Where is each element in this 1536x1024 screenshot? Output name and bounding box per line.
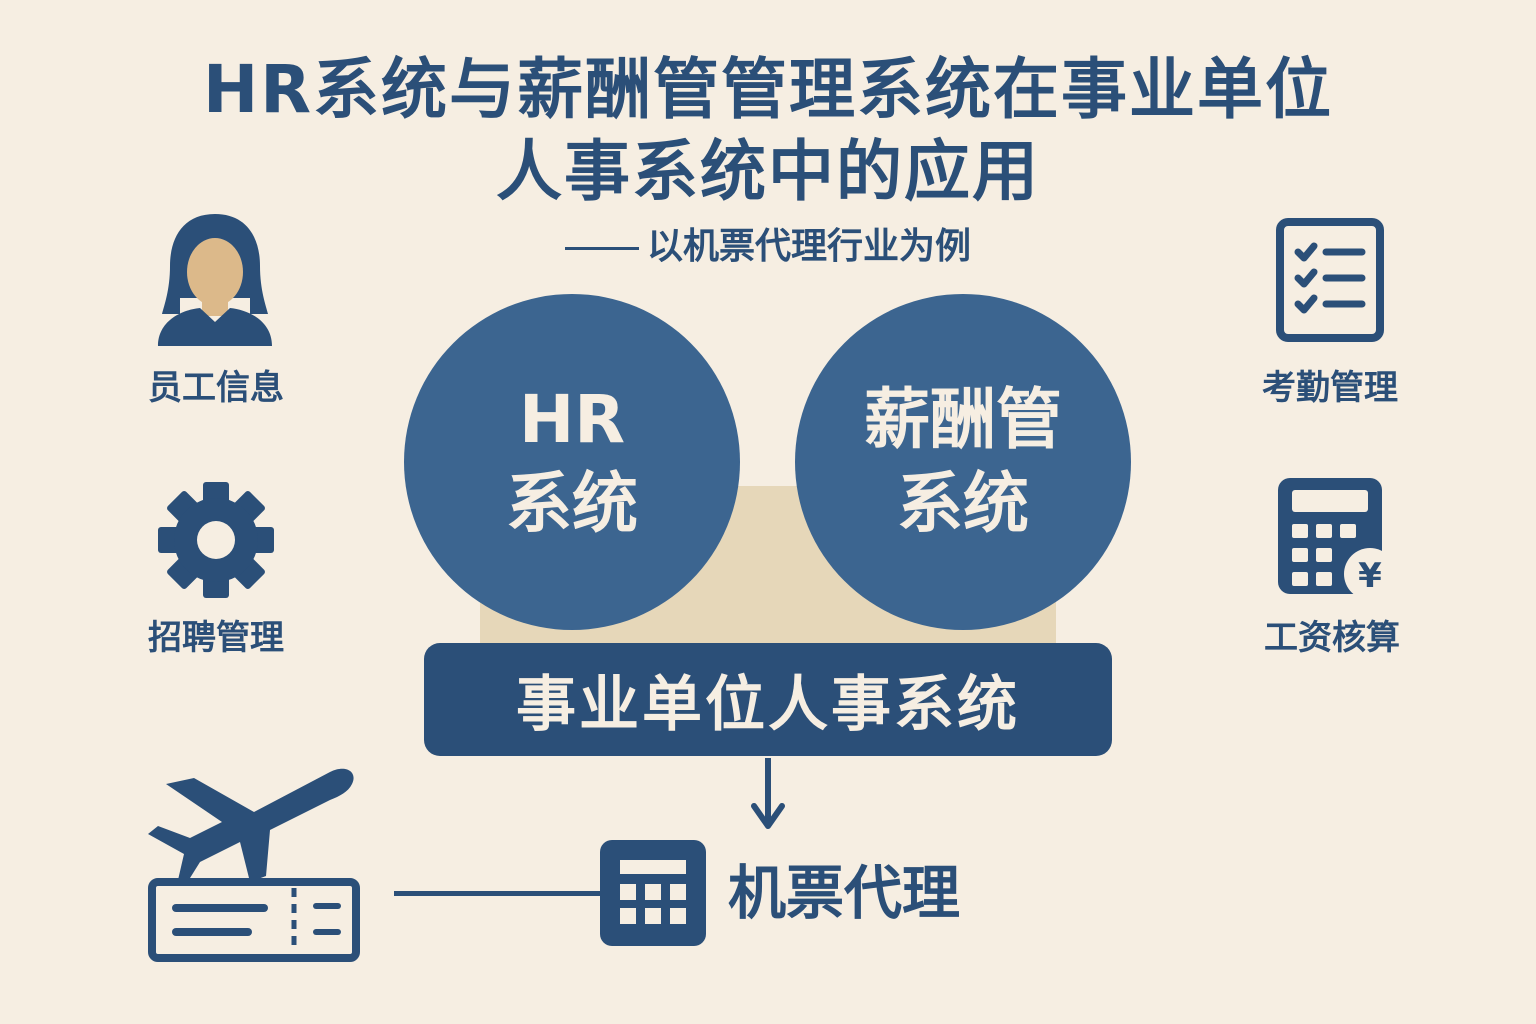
building-icon — [600, 840, 706, 946]
hr-circle-line1: HR — [518, 381, 626, 458]
salary-circle-line2: 系统 — [897, 465, 1029, 542]
payroll-label: 工资核算 — [1264, 618, 1400, 658]
ticket-agent-label: 机票代理 — [728, 859, 961, 927]
title-line-2: 人事系统中的应用 — [496, 133, 1040, 210]
hr-system-circle: HR 系统 — [404, 294, 740, 630]
calculator-yen-icon: ¥ — [1278, 478, 1396, 598]
subtitle: 以机票代理行业为例 — [0, 222, 1536, 272]
person-icon — [158, 214, 272, 346]
hr-circle-line2: 系统 — [506, 465, 638, 542]
subtitle-dash — [564, 246, 639, 250]
svg-text:¥: ¥ — [1358, 556, 1382, 596]
employee-info-label: 员工信息 — [148, 368, 284, 408]
gear-icon — [158, 482, 274, 598]
down-arrow-icon — [751, 758, 785, 829]
checklist-icon — [1276, 218, 1384, 342]
salary-system-circle: 薪酬管 系统 — [795, 294, 1131, 630]
plane-ticket-icon — [148, 768, 360, 962]
recruitment-label: 招聘管理 — [148, 618, 284, 658]
attendance-label: 考勤管理 — [1262, 368, 1398, 408]
title-line-1: HR系统与薪酬管管理系统在事业单位 — [202, 51, 1334, 128]
connector-line — [394, 891, 604, 896]
salary-circle-line1: 薪酬管 — [864, 381, 1062, 458]
hr-system-box: 事业单位人事系统 — [424, 643, 1112, 756]
subtitle-text: 以机票代理行业为例 — [646, 226, 971, 267]
